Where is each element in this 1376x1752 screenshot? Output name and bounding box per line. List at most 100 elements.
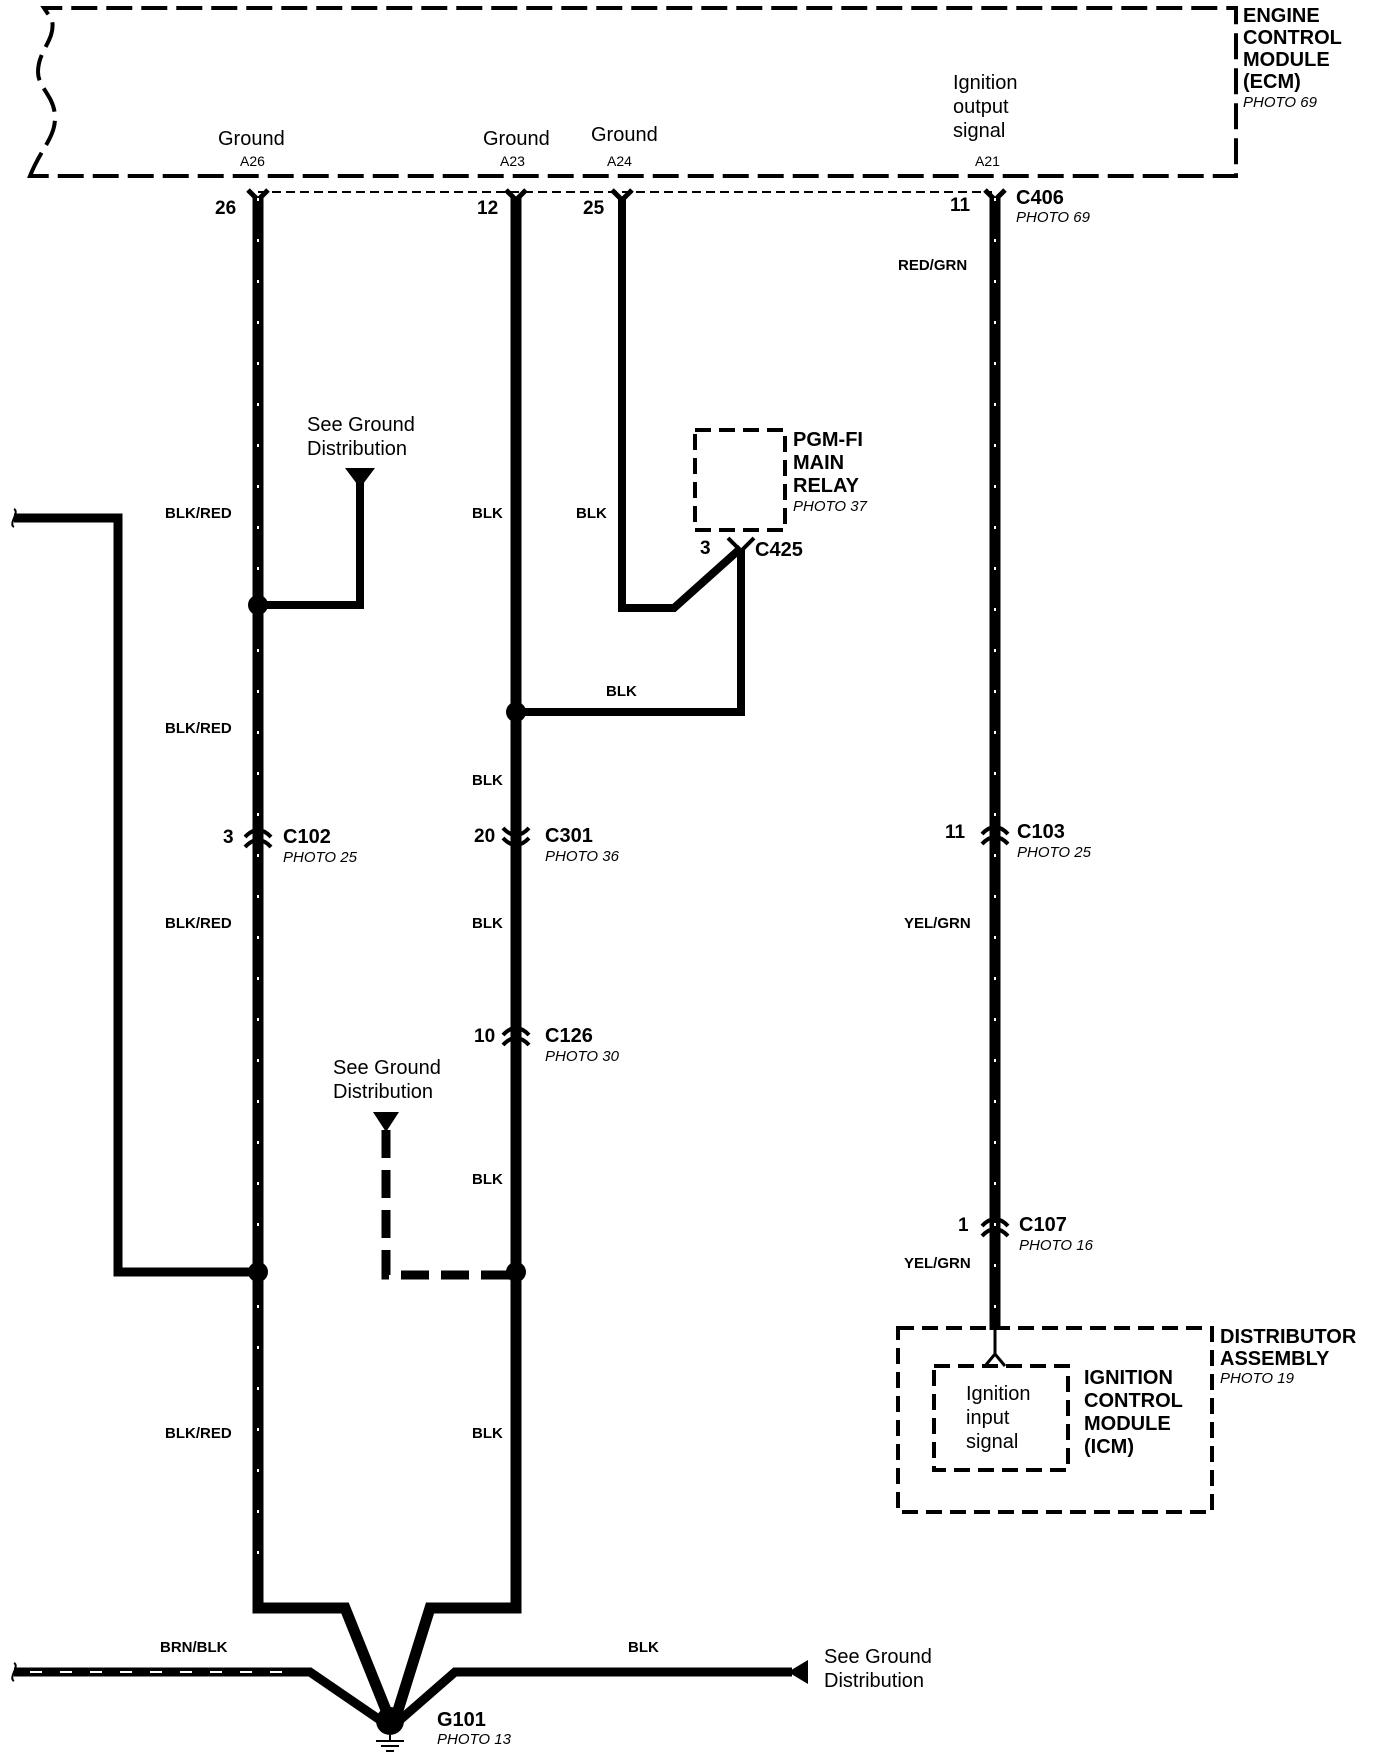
- wire-brn-blk: [14, 1667, 383, 1724]
- see-ground-arrow-3: [788, 1660, 808, 1684]
- g101-photo: PHOTO 13: [437, 1731, 512, 1748]
- svg-text:BLK: BLK: [472, 915, 503, 932]
- c406-pin-12: 12: [477, 198, 498, 219]
- svg-text:IGNITION: IGNITION: [1084, 1367, 1173, 1389]
- svg-text:BLK/RED: BLK/RED: [165, 505, 232, 522]
- svg-text:PHOTO 37: PHOTO 37: [793, 498, 868, 515]
- c301-pin: 20: [474, 826, 495, 847]
- c103-label: C103: [1017, 821, 1065, 843]
- svg-text:Distribution: Distribution: [333, 1081, 433, 1103]
- svg-text:BLK: BLK: [472, 1425, 503, 1442]
- svg-text:Ignition: Ignition: [953, 72, 1018, 94]
- see-ground-label-2: See Ground Distribution: [333, 1057, 441, 1103]
- c102-photo: PHOTO 25: [283, 849, 358, 866]
- svg-text:CONTROL: CONTROL: [1084, 1390, 1183, 1412]
- relay-outline: [693, 428, 787, 532]
- ecm-pin-a23-id: A23: [500, 153, 525, 169]
- svg-text:BLK: BLK: [472, 1171, 503, 1188]
- c126-photo: PHOTO 30: [545, 1048, 620, 1065]
- ecm-pin-a26-desc: Ground: [218, 128, 285, 150]
- c107-photo: PHOTO 16: [1019, 1237, 1094, 1254]
- wire-ground-branch-2: [381, 1130, 516, 1280]
- svg-text:MAIN: MAIN: [793, 452, 844, 474]
- distributor-outline: [896, 1326, 1214, 1514]
- svg-text:signal: signal: [966, 1431, 1018, 1453]
- c425-pin-tick: [726, 536, 756, 554]
- ecm-pin-a21-desc: Ignition output signal: [953, 72, 1018, 142]
- svg-text:RED/GRN: RED/GRN: [898, 257, 967, 274]
- inline-connector-marks: [243, 825, 1010, 1238]
- svg-text:signal: signal: [953, 120, 1005, 142]
- svg-text:CONTROL: CONTROL: [1243, 27, 1342, 49]
- c406-label: C406: [1016, 187, 1064, 209]
- svg-text:Distribution: Distribution: [307, 438, 407, 460]
- ecm-pin-a23-desc: Ground: [483, 128, 550, 150]
- svg-text:BLK/RED: BLK/RED: [165, 915, 232, 932]
- icm-outline: [932, 1364, 1070, 1472]
- c406-pin-25: 25: [583, 198, 605, 219]
- c126-pin: 10: [474, 1026, 495, 1047]
- svg-text:Distribution: Distribution: [824, 1670, 924, 1692]
- svg-text:PHOTO 69: PHOTO 69: [1243, 94, 1318, 111]
- wire-blk-ground-dist: [397, 1667, 792, 1724]
- svg-text:PGM-FI: PGM-FI: [793, 429, 863, 451]
- ecm-pin-a24-id: A24: [607, 153, 632, 169]
- wire-brn-blk-break: [11, 1662, 17, 1682]
- wire-left-break: [11, 508, 17, 528]
- svg-text:YEL/GRN: YEL/GRN: [904, 1255, 971, 1272]
- icm-title: IGNITION CONTROL MODULE (ICM): [1084, 1367, 1183, 1458]
- splice-points: [248, 595, 526, 1282]
- wire-blk-relay: [516, 548, 745, 716]
- c301-photo: PHOTO 36: [545, 848, 620, 865]
- wire-blk-25: [618, 198, 744, 612]
- svg-text:MODULE: MODULE: [1243, 49, 1330, 71]
- svg-text:BRN/BLK: BRN/BLK: [160, 1639, 228, 1656]
- see-ground-arrow-2: [373, 1112, 399, 1132]
- svg-text:See Ground: See Ground: [333, 1057, 441, 1079]
- c102-label: C102: [283, 826, 331, 848]
- wire-blk-red-to-g101: [252, 1590, 396, 1723]
- svg-text:RELAY: RELAY: [793, 475, 860, 497]
- g101-label: G101: [437, 1709, 486, 1731]
- svg-text:See Ground: See Ground: [307, 414, 415, 436]
- icm-input-desc: Ignition input signal: [966, 1383, 1031, 1453]
- wire-color-labels: BLK/RED BLK/RED BLK/RED BLK/RED BLK BLK …: [160, 257, 971, 1656]
- wire-blk-to-g101: [389, 1590, 522, 1722]
- see-ground-arrow-1: [345, 468, 375, 488]
- svg-text:MODULE: MODULE: [1084, 1413, 1171, 1435]
- c406-pin-11: 11: [950, 195, 971, 216]
- c107-pin: 1: [958, 1215, 969, 1236]
- svg-text:BLK/RED: BLK/RED: [165, 1425, 232, 1442]
- svg-text:(ICM): (ICM): [1084, 1436, 1134, 1458]
- ecm-pin-a24-desc: Ground: [591, 124, 658, 146]
- distributor-title: DISTRIBUTOR ASSEMBLY PHOTO 19: [1220, 1326, 1357, 1387]
- svg-text:(ECM): (ECM): [1243, 71, 1301, 93]
- c103-photo: PHOTO 25: [1017, 844, 1092, 861]
- c406-pin-26: 26: [215, 198, 236, 219]
- c126-label: C126: [545, 1025, 593, 1047]
- svg-text:BLK: BLK: [606, 683, 637, 700]
- svg-text:ASSEMBLY: ASSEMBLY: [1220, 1348, 1330, 1370]
- svg-text:input: input: [966, 1407, 1010, 1429]
- c425-label: C425: [755, 539, 803, 561]
- c107-label: C107: [1019, 1214, 1067, 1236]
- svg-text:DISTRIBUTOR: DISTRIBUTOR: [1220, 1326, 1357, 1348]
- svg-text:BLK: BLK: [472, 772, 503, 789]
- svg-text:ENGINE: ENGINE: [1243, 5, 1320, 27]
- c406-photo: PHOTO 69: [1016, 209, 1091, 226]
- see-ground-label-1: See Ground Distribution: [307, 414, 415, 460]
- c301-label: C301: [545, 825, 593, 847]
- ecm-pin-a26-id: A26: [240, 153, 265, 169]
- svg-text:output: output: [953, 96, 1009, 118]
- see-ground-label-3: See Ground Distribution: [824, 1646, 932, 1692]
- ground-symbol-icon: [376, 1707, 404, 1752]
- svg-text:BLK: BLK: [628, 1639, 659, 1656]
- c102-pin: 3: [223, 827, 234, 848]
- svg-text:BLK: BLK: [576, 505, 607, 522]
- svg-text:See Ground: See Ground: [824, 1646, 932, 1668]
- c425-pin: 3: [700, 538, 711, 559]
- relay-title: PGM-FI MAIN RELAY PHOTO 37: [793, 429, 868, 515]
- c103-pin: 11: [945, 822, 966, 843]
- svg-text:PHOTO 19: PHOTO 19: [1220, 1370, 1295, 1387]
